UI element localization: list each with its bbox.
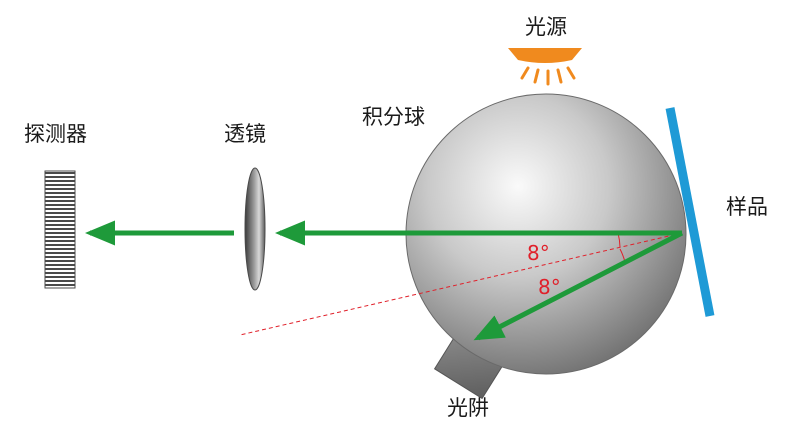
label-sample: 样品 bbox=[726, 195, 768, 219]
light-rays-icon bbox=[520, 66, 576, 86]
label-light-trap: 光阱 bbox=[447, 396, 489, 420]
sample-plate bbox=[665, 107, 715, 317]
angle-label-upper: 8° bbox=[527, 241, 550, 265]
dashed-normal-line bbox=[239, 232, 683, 336]
lens bbox=[244, 167, 266, 291]
detector bbox=[44, 170, 76, 289]
label-detector: 探测器 bbox=[24, 122, 87, 146]
label-integrating-sphere: 积分球 bbox=[362, 105, 425, 129]
label-light-source: 光源 bbox=[525, 15, 567, 39]
beam-specular-lower bbox=[473, 230, 684, 341]
light-source bbox=[508, 48, 582, 86]
label-lens: 透镜 bbox=[224, 122, 266, 146]
angle-label-lower: 8° bbox=[538, 275, 561, 299]
